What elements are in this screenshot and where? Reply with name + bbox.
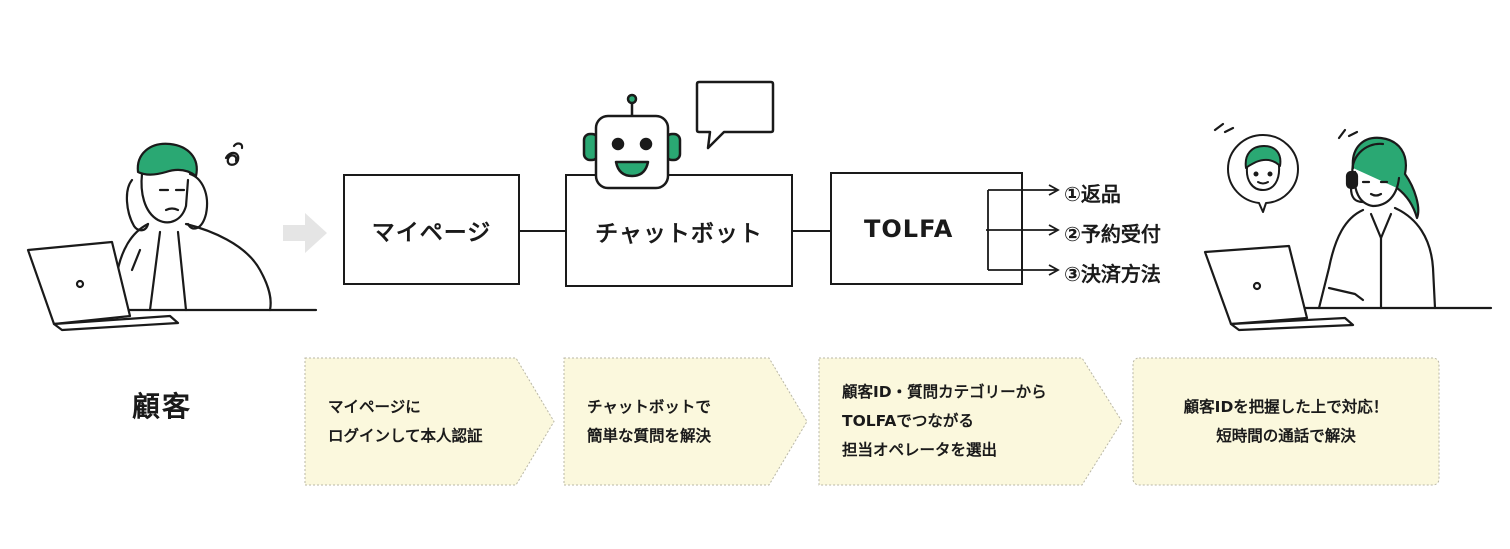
step-1-line-2: ログインして本人認証 (328, 426, 483, 445)
customer-label: 顧客 (132, 390, 193, 423)
option-payment: ③決済方法 (1064, 262, 1161, 286)
step-2-line-1: チャットボットで (587, 397, 711, 416)
speech-bubble-icon (695, 80, 775, 150)
step-card-3: 顧客ID・質問カテゴリーから TOLFAでつながる 担当オペレータを選出 (818, 357, 1124, 486)
step-3-line-2: TOLFAでつながる (842, 412, 974, 430)
customer-face-thought-bubble-icon (1227, 134, 1299, 213)
step-card-4: 顧客IDを把握した上で対応！ 短時間の通話で解決 (1132, 357, 1440, 486)
tolfa-label: TOLFA (864, 214, 954, 243)
tolfa-box: TOLFA (830, 172, 1023, 285)
mypage-box: マイページ (343, 174, 520, 285)
step-2-line-2: 簡単な質問を解決 (587, 426, 712, 445)
chatbot-robot-icon (582, 93, 682, 190)
option-reservation: ②予約受付 (1064, 222, 1161, 246)
step-4-line-2: 短時間の通話で解決 (1216, 426, 1356, 445)
step-card-2: チャットボットで 簡単な質問を解決 (563, 357, 809, 486)
connector-line (793, 230, 830, 232)
step-3-line-3: 担当オペレータを選出 (842, 441, 998, 459)
step-card-1: マイページに ログインして本人認証 (304, 357, 556, 486)
step-4-line-1: 顧客IDを把握した上で対応！ (1183, 397, 1389, 416)
chatbot-box: チャットボット (565, 174, 793, 287)
worried-customer-laptop-icon (26, 142, 318, 332)
operator-headset-laptop-icon (1203, 122, 1493, 332)
connector-line (520, 230, 565, 232)
mypage-label: マイページ (371, 219, 492, 246)
option-return: ①返品 (1064, 182, 1121, 206)
step-3-line-1: 顧客ID・質問カテゴリーから (842, 383, 1047, 401)
step-1-line-1: マイページに (328, 397, 421, 416)
branch-arrows (986, 184, 1060, 276)
gray-arrow-icon (283, 213, 327, 253)
chatbot-label: チャットボット (595, 220, 763, 247)
